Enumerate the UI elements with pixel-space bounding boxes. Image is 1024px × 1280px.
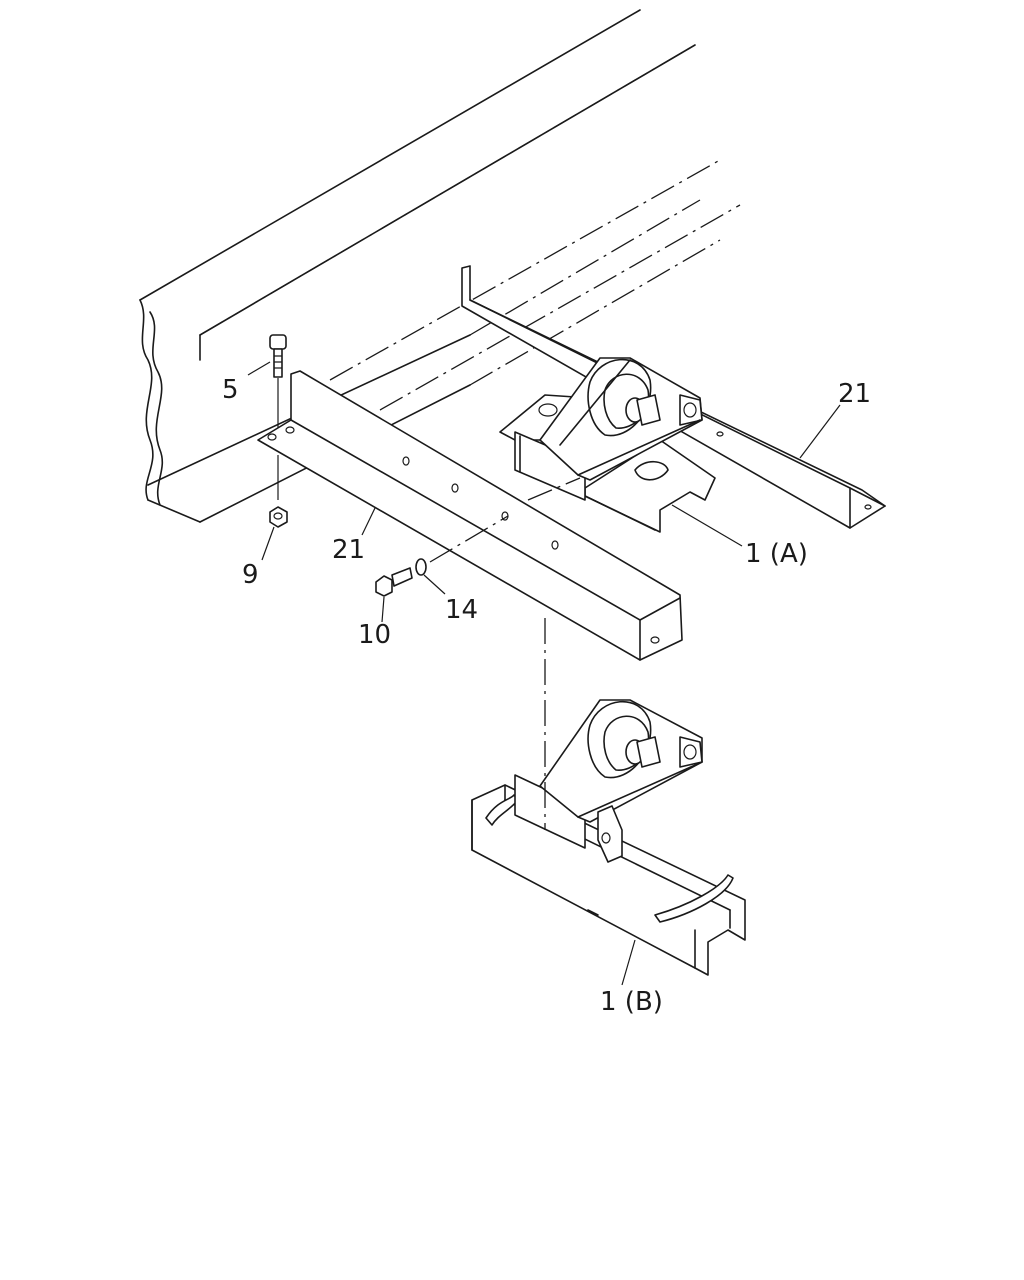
assembly-axis-line-upper (527, 477, 581, 501)
bolt-axis-line (429, 515, 509, 563)
chassis-frame-rail (139, 9, 741, 523)
callout-21-rear: 21 (838, 379, 871, 409)
callout-1a: 1 (A) (745, 539, 808, 569)
washer-14 (415, 558, 427, 576)
leader-lines (247, 361, 841, 986)
bolt-10 (375, 567, 413, 597)
bolt-5 (269, 334, 287, 428)
callout-5: 5 (222, 375, 239, 405)
nut-9 (269, 455, 288, 528)
callout-21-front: 21 (332, 535, 365, 565)
callout-9: 9 (242, 560, 259, 590)
callout-10: 10 (358, 620, 391, 650)
pulley-bracket-assembly-b (471, 699, 746, 976)
callout-14: 14 (445, 595, 478, 625)
angle-bracket-front (257, 370, 683, 661)
pulley-bracket-assembly-a (499, 357, 716, 533)
callout-1b: 1 (B) (600, 987, 663, 1017)
